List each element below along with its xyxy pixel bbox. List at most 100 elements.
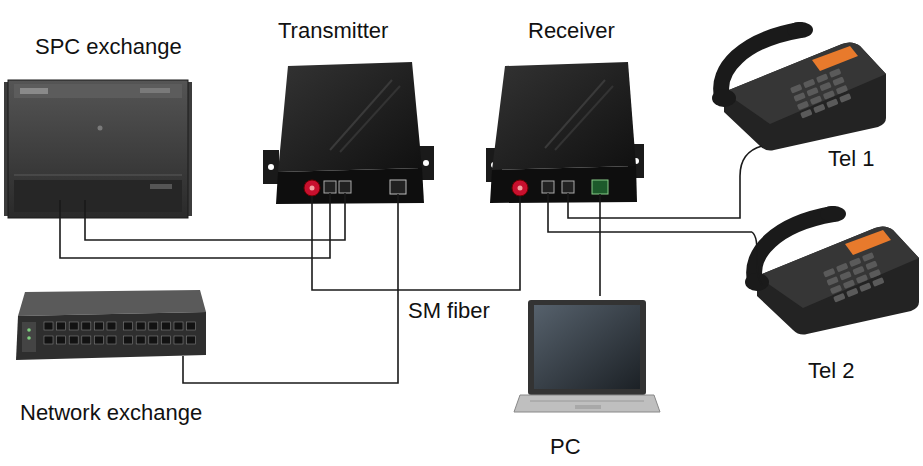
device-node: Transmitter bbox=[262, 18, 434, 206]
box-front bbox=[276, 168, 424, 204]
device-label: PC bbox=[550, 434, 581, 459]
rj11-port bbox=[562, 181, 574, 193]
switch-port bbox=[161, 322, 170, 330]
device-node: Receiver bbox=[485, 18, 643, 206]
switch-led bbox=[27, 328, 31, 332]
rj11-port bbox=[339, 181, 351, 193]
edge-label-holder: SM fiber bbox=[405, 298, 493, 323]
switch-port bbox=[161, 336, 170, 344]
rack-badge bbox=[150, 184, 172, 189]
device-label: SPC exchange bbox=[35, 34, 182, 59]
box-top bbox=[278, 62, 422, 172]
fiber-port bbox=[304, 180, 320, 196]
device-label: Receiver bbox=[528, 18, 615, 43]
device-node: Tel 2 bbox=[752, 206, 918, 387]
cable-stub bbox=[312, 193, 398, 206]
switch-front bbox=[16, 312, 206, 360]
box-texture bbox=[545, 80, 605, 148]
switch-port bbox=[82, 336, 91, 344]
switch-port bbox=[187, 336, 196, 344]
switch-port bbox=[57, 322, 66, 330]
switch-led bbox=[27, 336, 31, 340]
device-label: Tel 2 bbox=[808, 358, 854, 383]
cable-stub bbox=[60, 200, 85, 222]
cable-stub bbox=[740, 146, 762, 176]
device-node: Network exchange bbox=[10, 286, 230, 429]
telephone-2 bbox=[745, 206, 919, 335]
fiber-port bbox=[512, 180, 528, 196]
switch-port-group bbox=[44, 322, 196, 344]
rack-body bbox=[8, 80, 188, 218]
rack-panel bbox=[14, 180, 182, 212]
network-switch-device bbox=[16, 290, 230, 383]
rj11-port bbox=[542, 181, 554, 193]
laptop-touchpad bbox=[575, 405, 601, 409]
switch-port bbox=[124, 322, 133, 330]
switch-port bbox=[174, 322, 183, 330]
switch-port bbox=[94, 336, 103, 344]
rack-screw bbox=[98, 126, 103, 131]
mount-ear bbox=[263, 150, 279, 184]
switch-top bbox=[18, 290, 206, 316]
receiver-device bbox=[486, 62, 644, 206]
switch-led-panel bbox=[22, 322, 36, 352]
rack-badge bbox=[140, 88, 170, 93]
cable-line bbox=[60, 206, 330, 258]
device-label: Tel 1 bbox=[828, 146, 874, 171]
laptop-screen bbox=[534, 305, 640, 389]
cable-stub bbox=[752, 232, 762, 285]
switch-port bbox=[44, 322, 53, 330]
rack-badge bbox=[20, 88, 48, 94]
mount-hole bbox=[268, 164, 274, 170]
spc-exchange-device bbox=[4, 80, 192, 222]
telephone-1 bbox=[712, 22, 886, 151]
switch-port bbox=[187, 322, 196, 330]
switch-port bbox=[57, 336, 66, 344]
cable-line bbox=[230, 206, 398, 383]
fiber-port-core bbox=[518, 186, 523, 191]
switch-port bbox=[69, 322, 78, 330]
cable-stub bbox=[520, 193, 600, 206]
device-node: Tel 1 bbox=[705, 8, 885, 176]
switch-port bbox=[107, 322, 116, 330]
fiber-port-core bbox=[310, 186, 315, 191]
device-node: SPC exchange bbox=[4, 30, 204, 222]
box-texture bbox=[340, 86, 400, 152]
box-front bbox=[490, 166, 637, 203]
switch-port bbox=[94, 322, 103, 330]
cable-line bbox=[599, 206, 601, 296]
device-node: PC bbox=[512, 296, 657, 463]
box-texture bbox=[555, 86, 613, 150]
laptop-lid bbox=[528, 300, 646, 395]
switch-port bbox=[69, 336, 78, 344]
rack-band bbox=[14, 84, 182, 98]
laptop-device bbox=[514, 300, 660, 412]
laptop-keyboard bbox=[530, 401, 644, 402]
switch-port bbox=[174, 336, 183, 344]
edge-label: SM fiber bbox=[405, 298, 493, 323]
switch-port bbox=[44, 336, 53, 344]
switch-port bbox=[82, 322, 91, 330]
transmitter-device bbox=[263, 62, 434, 206]
switch-port bbox=[107, 336, 116, 344]
cable-line bbox=[548, 206, 752, 232]
laptop-base bbox=[514, 395, 660, 412]
switch-port bbox=[136, 336, 145, 344]
switch-port bbox=[124, 336, 133, 344]
ethernet-port bbox=[592, 180, 608, 194]
box-texture bbox=[330, 80, 392, 150]
switch-port bbox=[136, 322, 145, 330]
switch-port bbox=[149, 322, 158, 330]
device-label: Network exchange bbox=[20, 400, 202, 425]
rj11-port bbox=[324, 181, 336, 193]
cable-stub bbox=[183, 356, 230, 383]
mount-hole bbox=[423, 160, 429, 166]
rack-seam bbox=[14, 175, 182, 176]
ethernet-port bbox=[390, 180, 406, 194]
cable-line bbox=[312, 206, 520, 290]
cable-line bbox=[568, 176, 740, 218]
